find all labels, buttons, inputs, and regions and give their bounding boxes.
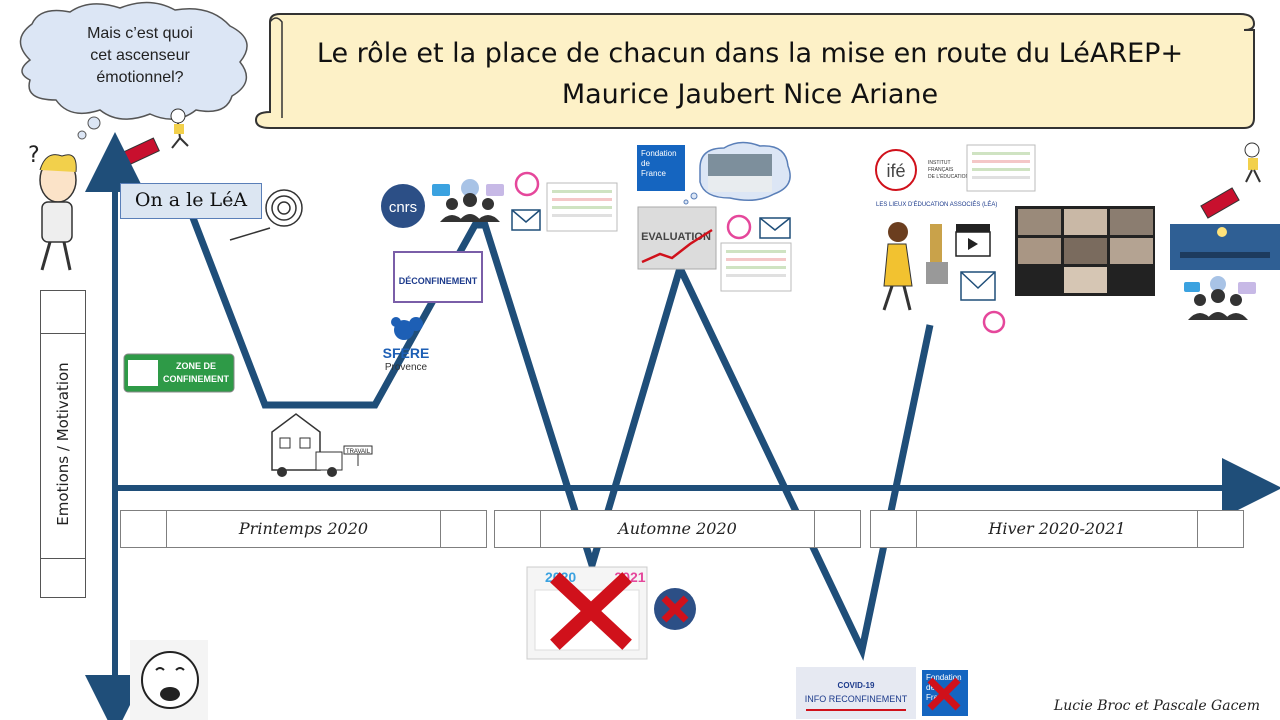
- fondation-small-line3: Fra: [926, 693, 939, 702]
- title-line2: Maurice Jaubert Nice Ariane: [562, 79, 938, 110]
- document-thumb-1: [546, 182, 618, 232]
- cnrs-logo: cnrs: [381, 184, 425, 228]
- evaluation-text: EVALUATION: [641, 231, 711, 243]
- fondation-line1: Fondation: [641, 149, 677, 158]
- fondation-logo: Fondation de France: [637, 145, 685, 191]
- thought-bubble: Mais c’est quoi cet ascenseur émotionnel…: [19, 1, 248, 140]
- credit-text: Lucie Broc et Pascale Gacem: [1053, 698, 1260, 714]
- sfere-line1: SFERE: [383, 345, 430, 361]
- sfere-line2: Provence: [385, 362, 428, 373]
- ife-logo: ifé INSTITUT FRANÇAIS DE L'ÉDUCATION: [875, 149, 970, 191]
- season-box-winter: Hiver 2020-2021: [870, 510, 1244, 548]
- start-label: On a le LéA: [134, 189, 248, 211]
- covid-line2: INFO RECONFINEMENT: [805, 694, 908, 704]
- deconfinement-card: DÉCONFINEMENT: [393, 251, 483, 303]
- ife-line1: INSTITUT: [928, 160, 951, 166]
- mail-icon-3: [960, 271, 996, 301]
- ife-line3: DE L'ÉDUCATION: [928, 173, 970, 180]
- cnrs-text: cnrs: [389, 199, 417, 216]
- mail-icon: [511, 209, 541, 231]
- covid-reconfinement-card: COVID-19 INFO RECONFINEMENT: [796, 667, 916, 719]
- moving-van-icon: TRAVAIL: [271, 413, 373, 477]
- zone-line1: ZONE DE: [176, 361, 216, 371]
- deconfinement-text: DÉCONFINEMENT: [399, 276, 478, 286]
- ife-logo-text: ifé: [886, 161, 905, 181]
- covid-line1: COVID-19: [838, 681, 875, 690]
- dream-cloud-photo: [683, 141, 791, 205]
- fondation-line2: de: [641, 159, 650, 168]
- season-spring: Printemps 2020: [238, 519, 369, 538]
- season-autumn: Automne 2020: [618, 519, 737, 538]
- target-icon: [229, 189, 303, 241]
- svg-text:?: ?: [28, 143, 40, 168]
- bubble-line3: émotionnel?: [96, 69, 183, 86]
- season-box-autumn: Automne 2020: [494, 510, 861, 548]
- travail-sign: TRAVAIL: [346, 449, 371, 455]
- fondation-small-line2: de: [926, 683, 935, 692]
- season-winter: Hiver 2020-2021: [988, 519, 1126, 538]
- mail-icon-2: [759, 217, 791, 239]
- elevator-person-icon-2: [1200, 142, 1261, 219]
- thinking-person-icon: ?: [28, 143, 77, 271]
- video-clapper-icon: [955, 224, 991, 257]
- woman-building-icon: [882, 222, 948, 311]
- fondation-line3: France: [641, 169, 666, 178]
- crying-face-icon: [130, 640, 208, 720]
- zone-confinement-badge: ZONE DE CONFINEMENT: [123, 353, 235, 393]
- document-thumb-2: [720, 242, 792, 292]
- video-call-screenshot: [1015, 206, 1155, 296]
- evaluation-badge: EVALUATION: [637, 206, 717, 270]
- bubble-line2: cet ascenseur: [90, 47, 190, 64]
- calendar-cancelled: 2020 2021: [526, 566, 648, 660]
- group-people-icon: [432, 179, 504, 222]
- axis-label: Emotions / Motivation: [54, 362, 72, 526]
- document-thumb-3: [966, 144, 1036, 192]
- bubble-line1: Mais c’est quoi: [87, 25, 193, 42]
- whatsapp-icon-3: [982, 310, 1006, 334]
- ife-line2: FRANÇAIS: [928, 167, 954, 173]
- zone-line2: CONFINEMENT: [163, 374, 229, 384]
- start-label-box: On a le LéA: [120, 183, 262, 219]
- lea-caption: LES LIEUX D'ÉDUCATION ASSOCIÉS (LÉA): [876, 201, 997, 208]
- fondation-logo-cancelled: Fondation de Fra: [922, 670, 968, 716]
- meeting-image: [1170, 224, 1280, 270]
- cnrs-logo-cancelled: [654, 588, 696, 630]
- season-box-spring: Printemps 2020: [120, 510, 487, 548]
- fondation-small-line1: Fondation: [926, 673, 962, 682]
- whatsapp-icon: [514, 171, 540, 197]
- group-people-icon-2: [1184, 276, 1256, 320]
- title-banner: Le rôle et la place de chacun dans la mi…: [254, 13, 1256, 129]
- sfere-logo: SFERE Provence: [383, 317, 430, 373]
- axis-label-box: Emotions / Motivation: [40, 290, 86, 598]
- title-line1: Le rôle et la place de chacun dans la mi…: [317, 38, 1183, 69]
- whatsapp-icon-2: [726, 214, 752, 240]
